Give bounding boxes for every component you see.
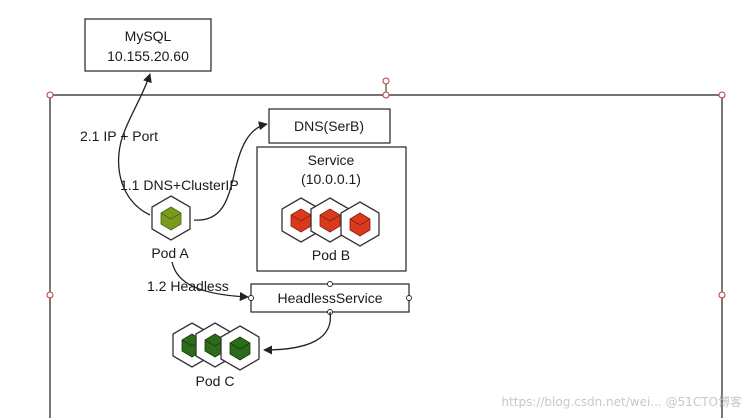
pod-b-label: Pod B: [312, 247, 350, 263]
edge-label-headless: 1.2 Headless: [147, 278, 229, 294]
headless-label: HeadlessService: [277, 290, 382, 306]
edge-pod-a-to-headless: [171, 261, 249, 302]
edge-label-dns-cluster: 1.1 DNS+ClusterIP: [120, 177, 239, 193]
cube-icon: [340, 201, 380, 247]
pod-b-group[interactable]: Pod B: [281, 197, 380, 263]
mysql-node[interactable]: MySQL 10.155.20.60: [84, 18, 212, 72]
watermark: https://blog.csdn.net/wei... @51CTO博客: [501, 394, 742, 409]
pod-a-node[interactable]: Pod A: [151, 195, 191, 261]
edge-pod-a-to-dns: [193, 121, 268, 221]
pod-a-label: Pod A: [151, 245, 189, 261]
cube-icon: [310, 197, 350, 243]
pod-c-group[interactable]: Pod C: [172, 322, 260, 389]
edge-pod-a-to-mysql: [118, 73, 152, 216]
connectors: [118, 73, 332, 355]
mysql-ip: 10.155.20.60: [107, 48, 189, 64]
cube-icon: [220, 325, 260, 371]
mysql-title: MySQL: [125, 28, 172, 44]
edge-headless-to-pod-c: [263, 311, 332, 355]
service-title: Service: [308, 152, 355, 168]
edge-label-ip-port: 2.1 IP + Port: [80, 128, 158, 144]
cube-icon: [151, 195, 191, 241]
service-ip: (10.0.0.1): [301, 171, 361, 187]
dns-node[interactable]: DNS(SerB): [268, 108, 391, 144]
pod-c-label: Pod C: [196, 373, 235, 389]
headless-service-node[interactable]: HeadlessService: [248, 281, 412, 315]
dns-label: DNS(SerB): [294, 118, 364, 134]
selection-frame: [46, 77, 726, 418]
